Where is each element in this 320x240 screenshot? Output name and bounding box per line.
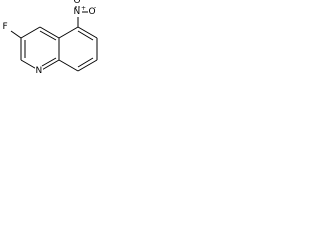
nitro-oxygen-charge: - xyxy=(94,4,97,11)
nitro-nitrogen-label: N xyxy=(73,7,81,17)
nitro-oxygen-top-label: O xyxy=(73,0,82,6)
ring-nitrogen-label: N xyxy=(35,66,43,76)
bond-c4a-c5 xyxy=(58,26,79,39)
bond-c3-c4 xyxy=(20,26,41,39)
structure-canvas: F N O N + O - xyxy=(0,0,98,86)
skeletal-bonds xyxy=(10,5,98,72)
bond-c4-c4a-inner xyxy=(39,30,57,41)
nitro-nitrogen-charge: + xyxy=(81,5,87,12)
bond-c8-c8a xyxy=(58,59,79,72)
bond-c7-c8 xyxy=(77,59,98,72)
bond-c8a-n1-inner xyxy=(41,57,57,67)
bond-c5-c6 xyxy=(77,26,98,39)
bond-c4-c4a xyxy=(39,26,60,39)
fluorine-label: F xyxy=(2,22,9,32)
bond-c7-c8-inner xyxy=(77,57,94,68)
bond-c8a-n1 xyxy=(39,59,60,72)
bond-c5-c6-inner xyxy=(77,30,94,41)
bond-c3-f xyxy=(10,30,22,39)
nitro-oxygen-right-label: O xyxy=(88,7,97,17)
